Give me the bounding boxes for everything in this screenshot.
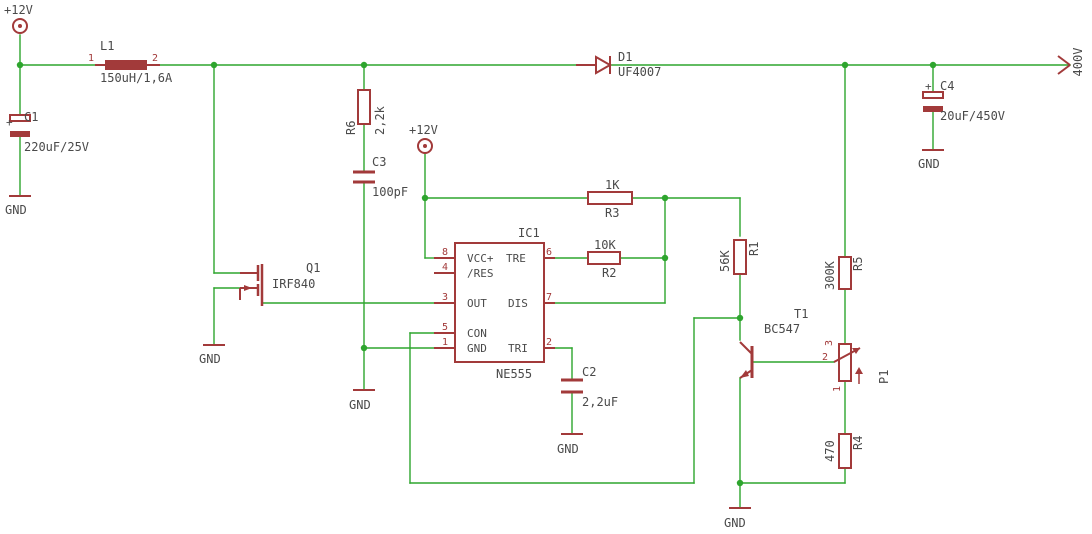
gnd-c3: GND [349, 389, 375, 412]
transistor-t1: T1 BC547 [739, 307, 808, 379]
resistor-r5: 300K R5 [823, 256, 865, 290]
r2-value: 10K [594, 238, 616, 252]
c3-ref: C3 [372, 155, 386, 169]
svg-text:1: 1 [442, 337, 448, 348]
r5-ref: R5 [851, 257, 865, 271]
svg-text:7: 7 [546, 292, 552, 303]
r2-ref: R2 [602, 266, 616, 280]
r6-ref: R6 [344, 121, 358, 135]
c3-value: 100pF [372, 185, 408, 199]
svg-text:GND: GND [724, 516, 746, 530]
ic-ne555: 8 4 3 5 1 6 7 2 VCC+ /RES OUT CON GND TR… [434, 226, 555, 381]
supply-12v-ic-label: +12V [409, 123, 438, 137]
c2-value: 2,2uF [582, 395, 618, 409]
svg-text:+: + [925, 80, 932, 93]
svg-text:2: 2 [152, 53, 158, 64]
q1-value: IRF840 [272, 277, 315, 291]
svg-text:CON: CON [467, 327, 487, 340]
l1-value: 150uH/1,6A [100, 71, 173, 85]
wires [19, 34, 1071, 509]
r4-ref: R4 [851, 436, 865, 450]
gnd-symbols: GND GND GND GND GND GND [5, 149, 944, 530]
svg-text:GND: GND [349, 398, 371, 412]
ic1-value: NE555 [496, 367, 532, 381]
diode-d1: D1 UF4007 [576, 50, 661, 79]
r5-value: 300K [823, 260, 837, 290]
svg-text:6: 6 [546, 247, 552, 258]
l1-ref: L1 [100, 39, 114, 53]
svg-text:3: 3 [824, 340, 835, 346]
r6-value: 2,2k [373, 105, 387, 135]
gnd-c4: GND [918, 149, 944, 171]
svg-text:+: + [6, 116, 13, 129]
svg-text:4: 4 [442, 262, 448, 273]
capacitor-c3: C3 100pF [353, 155, 408, 199]
output-label: 400V [1071, 48, 1085, 77]
svg-text:DIS: DIS [508, 297, 528, 310]
gnd-c2: GND [557, 433, 583, 456]
gnd-c1: GND [5, 195, 31, 217]
svg-text:GND: GND [5, 203, 27, 217]
supply-12v-top: +12V [4, 3, 33, 34]
junctions [16, 61, 937, 487]
t1-ref: T1 [794, 307, 808, 321]
ic1-ref: IC1 [518, 226, 540, 240]
r3-value: 1K [605, 178, 620, 192]
gnd-q1: GND [199, 344, 225, 366]
t1-value: BC547 [764, 322, 800, 336]
output-arrow: 400V [1057, 48, 1085, 77]
svg-text:TRE: TRE [506, 252, 526, 265]
svg-text:3: 3 [442, 292, 448, 303]
svg-text:GND: GND [918, 157, 940, 171]
gnd-t1: GND [724, 507, 751, 530]
supply-12v-top-label: +12V [4, 3, 33, 17]
svg-text:GND: GND [557, 442, 579, 456]
q1-ref: Q1 [306, 261, 320, 275]
svg-text:GND: GND [467, 342, 487, 355]
resistor-r6: R6 2,2k [344, 89, 387, 135]
resistor-r4: 470 R4 [823, 433, 865, 469]
c1-ref: C1 [24, 110, 38, 124]
c1-value: 220uF/25V [24, 140, 89, 154]
capacitor-c1: + C1 220uF/25V [6, 110, 89, 154]
resistor-r2: 10K R2 [587, 238, 621, 280]
svg-text:VCC+: VCC+ [467, 252, 494, 265]
svg-text:2: 2 [546, 337, 552, 348]
r3-ref: R3 [605, 206, 619, 220]
svg-text:GND: GND [199, 352, 221, 366]
svg-text:5: 5 [442, 322, 448, 333]
svg-text:8: 8 [442, 247, 448, 258]
c4-ref: C4 [940, 79, 954, 93]
r4-value: 470 [823, 440, 837, 462]
d1-ref: D1 [618, 50, 632, 64]
r1-value: 56K [718, 250, 732, 272]
resistor-r1: 56K R1 [718, 239, 761, 275]
resistor-r3: 1K R3 [587, 178, 633, 220]
svg-text:2: 2 [822, 352, 828, 363]
capacitor-c2: C2 2,2uF [561, 365, 618, 409]
svg-text:/RES: /RES [467, 267, 494, 280]
potentiometer-p1: 3 2 1 P1 [822, 340, 891, 392]
supply-12v-ic: +12V [409, 123, 438, 154]
inductor-l1: 1 2 L1 150uH/1,6A [88, 39, 173, 85]
svg-text:OUT: OUT [467, 297, 487, 310]
svg-text:1: 1 [832, 386, 843, 392]
svg-text:1: 1 [88, 53, 94, 64]
c4-value: 20uF/450V [940, 109, 1005, 123]
svg-text:TRI: TRI [508, 342, 528, 355]
r1-ref: R1 [747, 242, 761, 256]
capacitor-c4: + C4 20uF/450V [922, 79, 1005, 123]
c2-ref: C2 [582, 365, 596, 379]
p1-ref: P1 [877, 370, 891, 384]
d1-value: UF4007 [618, 65, 661, 79]
mosfet-q1: Q1 IRF840 [239, 261, 320, 306]
